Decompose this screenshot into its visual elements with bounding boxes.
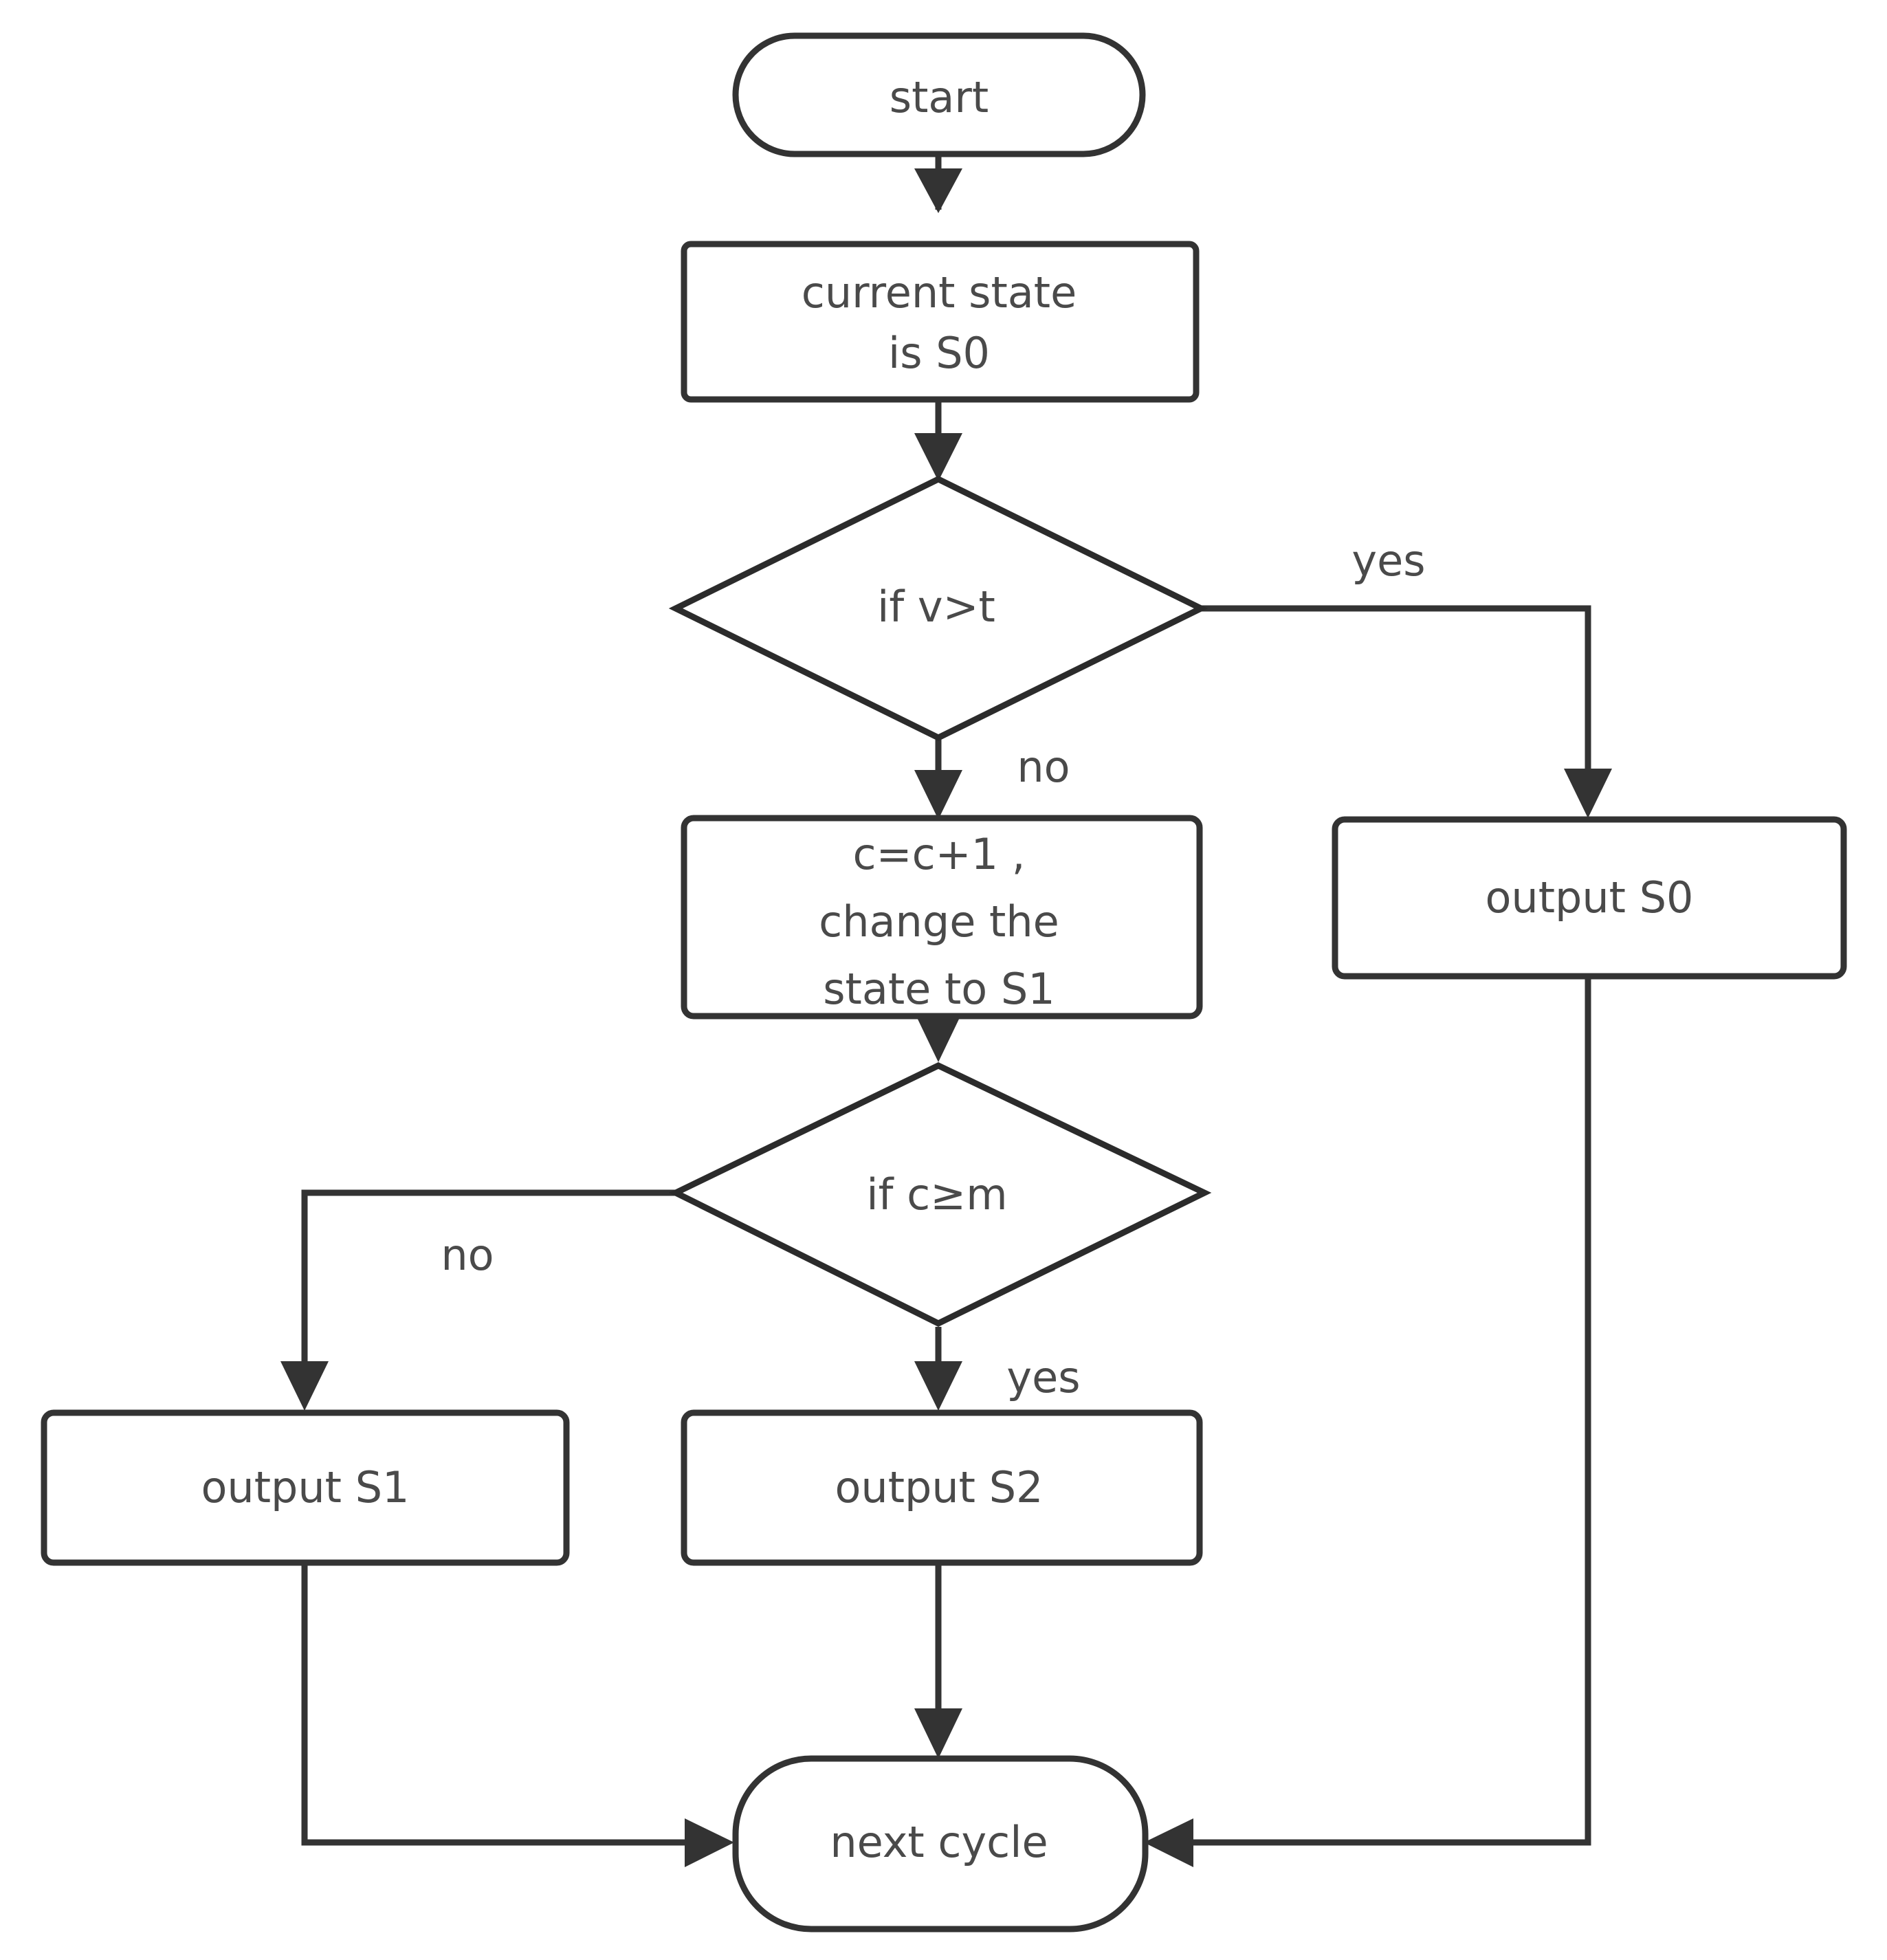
current-state-label-line1: current state	[802, 267, 1077, 318]
if-vt-shape[interactable]	[668, 475, 1209, 742]
arrowhead-icon	[1144, 1818, 1193, 1867]
next-cycle-label: next cycle	[830, 1817, 1048, 1867]
current-state-shape[interactable]	[681, 241, 1200, 403]
edge-output-s1-to-next-cycle	[301, 1562, 734, 1867]
if-vt-label: if v>t	[877, 582, 995, 632]
node-if-vt[interactable]: if v>t	[668, 475, 1209, 742]
next-cycle-shape[interactable]	[732, 1755, 1149, 1933]
edge-output-s0-to-next-cycle	[1144, 976, 1591, 1867]
if-cm-label: if c≥m	[866, 1169, 1007, 1220]
node-if-cm[interactable]: if c≥m	[668, 1062, 1212, 1328]
arrowhead-icon	[914, 1361, 962, 1411]
node-output-s1[interactable]: output S1	[41, 1409, 570, 1566]
node-increment-state[interactable]: c=c+1 , change the state to S1	[681, 815, 1203, 1020]
edge-if-cm-no-to-output-s1	[280, 1189, 681, 1411]
arrowhead-icon	[914, 1708, 962, 1759]
output-s0-label: output S0	[1485, 872, 1693, 923]
edge-if-vt-yes-to-output-s0	[1202, 605, 1612, 818]
arrowhead-icon	[914, 1012, 962, 1062]
output-s0-shape[interactable]	[1332, 816, 1847, 980]
edge-if-cm-yes-to-output-s2	[914, 1327, 962, 1411]
increment-state-label-line3: state to S1	[823, 964, 1055, 1014]
node-next-cycle[interactable]: next cycle	[732, 1755, 1149, 1933]
start-label: start	[890, 72, 989, 122]
current-state-label-line2: is S0	[888, 328, 990, 378]
start-shape[interactable]	[732, 32, 1146, 157]
increment-state-shape[interactable]	[681, 815, 1203, 1020]
increment-state-label-line1: c=c+1 ,	[853, 829, 1026, 879]
arrowhead-icon	[914, 770, 962, 819]
arrowhead-icon	[914, 168, 962, 213]
increment-state-label-line2: change the	[819, 896, 1059, 947]
arrowhead-icon	[280, 1361, 329, 1411]
output-s1-label: output S1	[201, 1462, 409, 1512]
edge-output-s2-to-next-cycle	[914, 1562, 962, 1759]
if-cm-shape[interactable]	[668, 1062, 1212, 1328]
edge-label-if-vt-yes: yes	[1351, 536, 1425, 586]
edge-if-vt-no-to-increment	[914, 740, 962, 819]
edge-label-if-cm-no: no	[441, 1230, 494, 1280]
node-current-state[interactable]: current state is S0	[681, 241, 1200, 403]
node-output-s2[interactable]: output S2	[681, 1409, 1203, 1566]
output-s2-label: output S2	[835, 1462, 1043, 1512]
node-output-s0[interactable]: output S0	[1332, 816, 1847, 980]
output-s2-shape[interactable]	[681, 1409, 1203, 1566]
output-s1-shape[interactable]	[41, 1409, 570, 1566]
edge-current-state-to-if-vt	[914, 399, 962, 481]
arrowhead-icon	[914, 433, 962, 481]
edge-start-to-current-state	[914, 153, 962, 213]
edge-label-if-cm-yes: yes	[1006, 1352, 1080, 1402]
node-start[interactable]: start	[732, 32, 1146, 157]
arrowhead-icon	[685, 1818, 734, 1867]
arrowhead-icon	[1564, 769, 1612, 818]
edge-label-if-vt-no: no	[1017, 742, 1070, 792]
